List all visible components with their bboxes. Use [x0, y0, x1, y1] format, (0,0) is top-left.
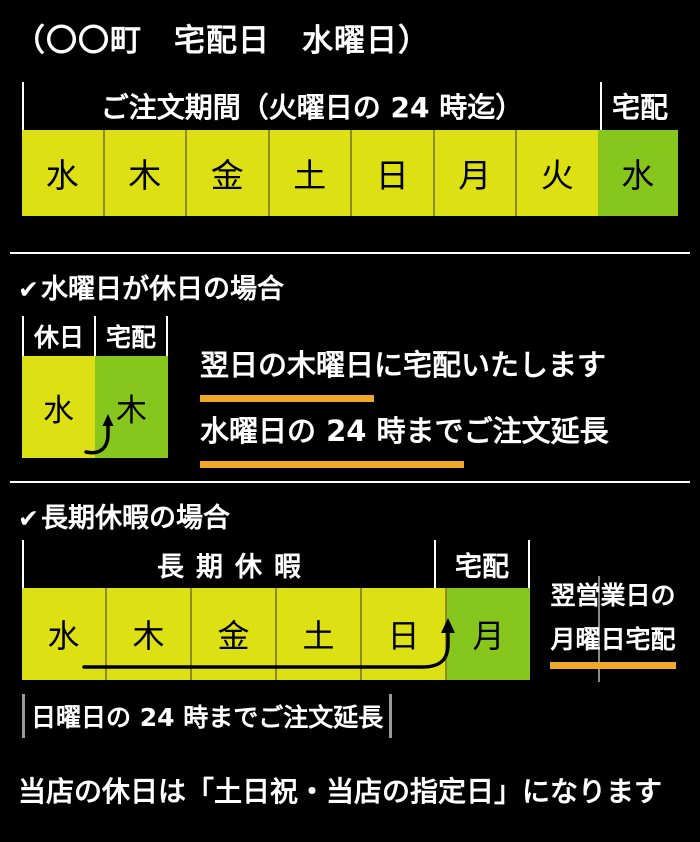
day-cell: 日 — [362, 588, 447, 680]
day-cell: 金 — [192, 588, 277, 680]
side-note-line-1: 翌営業日の — [550, 581, 676, 610]
section-divider — [10, 481, 690, 483]
page-title: （〇〇町 宅配日 水曜日） — [14, 23, 430, 59]
holiday-header: 休日 — [24, 316, 96, 356]
section-divider — [10, 252, 690, 254]
long-vacation-heading: ✔長期休暇の場合 — [18, 496, 230, 535]
side-note-vertical-rule — [598, 576, 600, 682]
long-vacation-table: 長期休暇 宅配 水 木 金 土 日 月 — [22, 540, 530, 680]
normal-schedule-day-row: 水 木 金 土 日 月 火 水 — [22, 130, 678, 216]
long-vacation-note: 日曜日の 24 時までご注文延長 — [31, 703, 384, 732]
day-cell: 水 — [22, 588, 107, 680]
delivery-header: 宅配 — [105, 323, 156, 352]
long-vacation-header-row: 長期休暇 宅配 — [22, 540, 530, 588]
long-vacation-side-note: 翌営業日の 月曜日宅配 — [532, 574, 694, 682]
vacation-header: 長期休暇 — [24, 540, 436, 588]
note-1-highlight: 翌日の木曜日 — [200, 336, 375, 402]
holiday-case-heading-label: 水曜日が休日の場合 — [40, 274, 284, 305]
holiday-case-table: 休日 宅配 水 木 — [22, 316, 168, 458]
holiday-case-heading: ✔水曜日が休日の場合 — [18, 267, 284, 306]
side-note-line-2: 月曜日宅配 — [532, 618, 694, 669]
delivery-day-cell: 月 — [447, 588, 530, 680]
holiday-case-day-row: 水 木 — [22, 356, 168, 458]
note-2-highlight: 水曜日の 24 時まで — [200, 402, 464, 468]
holiday-day-cell: 水 — [22, 356, 95, 458]
footer-note: 当店の休日は「土日祝・当店の指定日」になります — [18, 775, 663, 808]
note-2-rest: ご注文延長 — [463, 414, 609, 448]
day-cell: 日 — [352, 130, 435, 216]
delivery-day-cell: 木 — [95, 356, 168, 458]
check-icon: ✔ — [18, 275, 39, 304]
delivery-day-cell: 水 — [597, 130, 678, 216]
day-cell: 月 — [434, 130, 517, 216]
day-cell: 火 — [517, 130, 598, 216]
order-period-header: ご注文期間（火曜日の 24 時迄） — [24, 82, 602, 130]
check-icon: ✔ — [18, 504, 39, 533]
holiday-case-note-line-2: 水曜日の 24 時までご注文延長 — [200, 402, 692, 468]
day-cell: 木 — [107, 588, 192, 680]
long-vacation-heading-label: 長期休暇の場合 — [40, 503, 230, 534]
holiday-case-notes: 翌日の木曜日に宅配いたします 水曜日の 24 時までご注文延長 — [200, 336, 692, 468]
long-vacation-note-box: 日曜日の 24 時までご注文延長 — [22, 694, 393, 738]
delivery-header: 宅配 — [611, 91, 668, 124]
note-1-rest: に宅配いたします — [374, 348, 607, 382]
side-note-line-2-highlight: 月曜日宅配 — [550, 618, 676, 669]
normal-schedule-table: ご注文期間（火曜日の 24 時迄） 宅配 水 木 金 土 日 月 火 水 — [22, 82, 678, 216]
normal-schedule-header-row: ご注文期間（火曜日の 24 時迄） 宅配 — [22, 82, 678, 130]
holiday-case-note-line-1: 翌日の木曜日に宅配いたします — [200, 336, 692, 402]
holiday-case-header-row: 休日 宅配 — [22, 316, 168, 356]
day-cell: 木 — [104, 130, 187, 216]
day-cell: 金 — [187, 130, 270, 216]
day-cell: 土 — [277, 588, 362, 680]
long-vacation-day-row: 水 木 金 土 日 月 — [22, 588, 530, 680]
day-cell: 土 — [269, 130, 352, 216]
day-cell: 水 — [22, 130, 105, 216]
delivery-header: 宅配 — [436, 540, 530, 588]
